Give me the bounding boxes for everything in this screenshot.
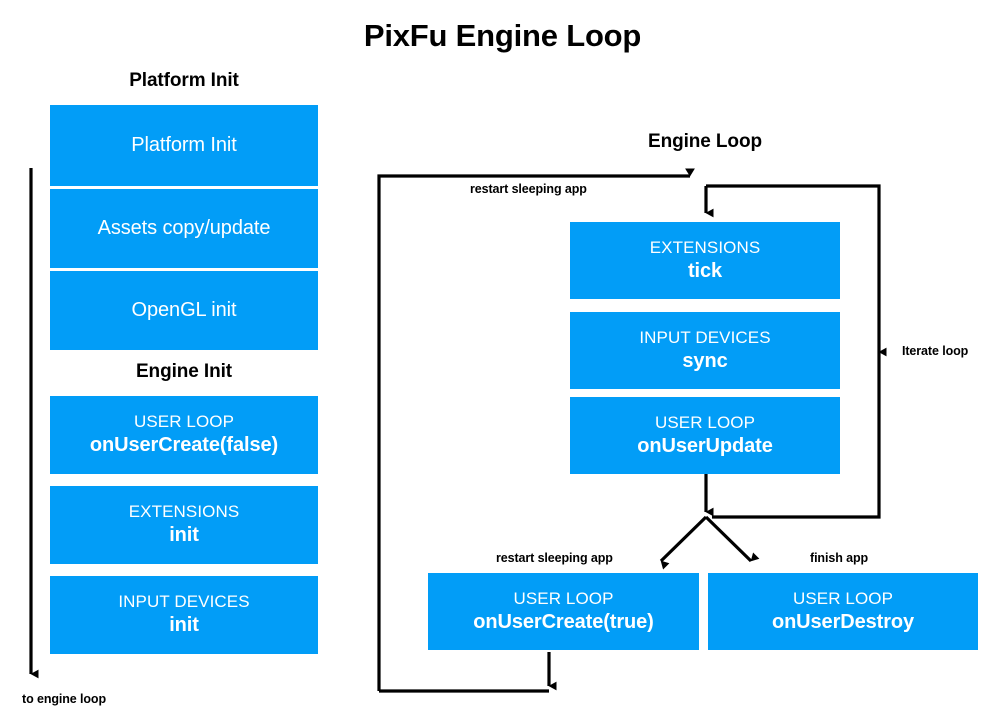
arrow-branch-finish [704,515,760,563]
box-platform-init: Platform Init [50,105,318,186]
box-label: Platform Init [131,134,237,157]
box-label: tick [687,259,723,282]
box-engine-init-input-devices-init: INPUT DEVICES init [50,576,318,654]
box-label: init [169,614,199,637]
box-engine-init-on-user-create-false: USER LOOP onUserCreate(false) [50,396,318,474]
box-label: onUserDestroy [771,610,915,633]
section-heading-engine-loop: Engine Loop [648,131,762,152]
box-label: onUserCreate(true) [473,610,654,633]
box-subtitle: INPUT DEVICES [118,592,250,612]
box-subtitle: USER LOOP [654,412,756,432]
box-assets-copy-update: Assets copy/update [50,189,318,268]
box-subtitle: USER LOOP [792,588,894,608]
box-on-user-destroy: USER LOOP onUserDestroy [708,573,978,650]
section-heading-engine-init: Engine Init [135,361,232,382]
edge-label-restart-sleeping-app-top: restart sleeping app [470,182,587,196]
edge-label-restart-sleeping-app-bottom: restart sleeping app [496,551,613,565]
box-subtitle: USER LOOP [133,412,235,432]
box-subtitle: USER LOOP [513,588,614,608]
box-label: onUserUpdate [637,434,773,457]
box-opengl-init: OpenGL init [50,271,318,350]
page-title: PixFu Engine Loop [363,18,642,53]
edge-label-iterate-loop: Iterate loop [902,344,969,358]
box-subtitle: EXTENSIONS [649,237,761,257]
arrow-branch-restart [659,515,708,570]
edge-label-finish-app: finish app [810,551,869,565]
box-label: Assets copy/update [97,217,271,240]
section-heading-platform-init: Platform Init [129,70,239,91]
box-subtitle: INPUT DEVICES [639,327,771,347]
box-loop-on-user-update: USER LOOP onUserUpdate [570,397,840,474]
box-on-user-create-true: USER LOOP onUserCreate(true) [428,573,699,650]
arrow-create-true-return [379,652,557,693]
box-engine-init-extensions-init: EXTENSIONS init [50,486,318,564]
box-label: onUserCreate(false) [89,434,279,457]
box-label: init [169,524,199,547]
box-loop-extensions-tick: EXTENSIONS tick [570,222,840,299]
box-subtitle: EXTENSIONS [128,502,240,522]
box-label: sync [682,349,728,372]
box-label: OpenGL init [131,299,237,322]
box-loop-input-devices-sync: INPUT DEVICES sync [570,312,840,389]
edge-label-to-engine-loop: to engine loop [22,692,107,706]
